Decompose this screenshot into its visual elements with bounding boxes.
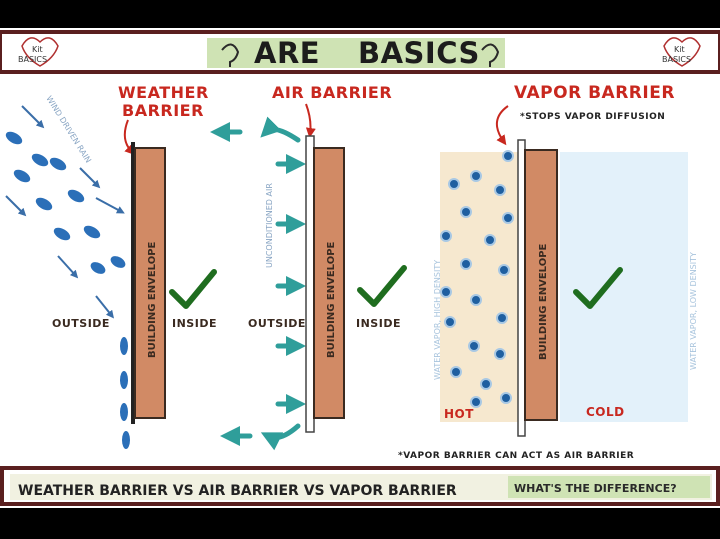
vapor-subtitle: *STOPS VAPOR DIFFUSION bbox=[520, 112, 665, 122]
air-inside-label: INSIDE bbox=[356, 317, 401, 330]
rain-drops bbox=[5, 131, 130, 449]
vapor-wall bbox=[524, 149, 558, 421]
vapor-note: *VAPOR BARRIER CAN ACT AS AIR BARRIER bbox=[398, 451, 634, 461]
hot-zone bbox=[440, 152, 520, 422]
weather-wall bbox=[134, 147, 166, 419]
air-arrows bbox=[210, 116, 306, 451]
air-check-icon bbox=[357, 265, 407, 307]
weather-inside-label: INSIDE bbox=[172, 317, 217, 330]
weather-check-icon bbox=[169, 269, 217, 309]
vapor-wall-label: BUILDING ENVELOPE bbox=[538, 243, 549, 360]
air-barrier-membrane bbox=[305, 135, 315, 433]
weather-title-line2: BARRIER bbox=[122, 101, 204, 120]
title-banner bbox=[207, 38, 505, 68]
air-wall bbox=[313, 147, 345, 419]
svg-text:BASICS: BASICS bbox=[662, 55, 691, 64]
header-title-left: ARE bbox=[254, 36, 320, 70]
vapor-check-icon bbox=[573, 267, 623, 309]
vapor-pointer-arrow bbox=[496, 105, 509, 146]
wind-arrows bbox=[5, 105, 125, 319]
high-density-label: WATER VAPOR, HIGH DENSITY bbox=[433, 260, 442, 380]
low-density-label: WATER VAPOR, LOW DENSITY bbox=[689, 252, 698, 370]
cold-zone bbox=[560, 152, 688, 422]
lightbulb-icon-right bbox=[481, 43, 500, 67]
vapor-title: VAPOR BARRIER bbox=[514, 83, 675, 103]
svg-text:Kit: Kit bbox=[674, 45, 685, 54]
hot-label: HOT bbox=[444, 407, 474, 421]
weather-wall-label: BUILDING ENVELOPE bbox=[147, 241, 158, 358]
header-title-right: BASICS bbox=[358, 36, 480, 70]
svg-text:BASICS: BASICS bbox=[18, 55, 47, 64]
footer-sub-banner bbox=[508, 476, 710, 498]
logo-right: Kit BASICS bbox=[662, 37, 701, 67]
cold-label: COLD bbox=[586, 405, 625, 419]
vapor-dots bbox=[440, 150, 514, 408]
air-pointer-arrow bbox=[305, 103, 316, 138]
footer-main: WEATHER BARRIER VS AIR BARRIER VS VAPOR … bbox=[18, 483, 457, 499]
unconditioned-air-label: UNCONDITIONED AIR bbox=[265, 183, 274, 268]
footer-sub: WHAT'S THE DIFFERENCE? bbox=[514, 482, 677, 495]
air-title: AIR BARRIER bbox=[272, 83, 392, 102]
air-outside-label: OUTSIDE bbox=[248, 317, 306, 330]
logo-left: Kit BASICS bbox=[18, 37, 59, 67]
svg-text:Kit: Kit bbox=[32, 45, 43, 54]
weather-barrier-line bbox=[131, 142, 135, 424]
weather-title-line1: WEATHER bbox=[118, 83, 209, 102]
vapor-barrier-membrane bbox=[517, 139, 526, 437]
weather-pointer-arrow bbox=[123, 119, 135, 155]
air-wall-label: BUILDING ENVELOPE bbox=[326, 241, 337, 358]
weather-outside-label: OUTSIDE bbox=[52, 317, 110, 330]
lightbulb-icon-left bbox=[221, 43, 240, 67]
